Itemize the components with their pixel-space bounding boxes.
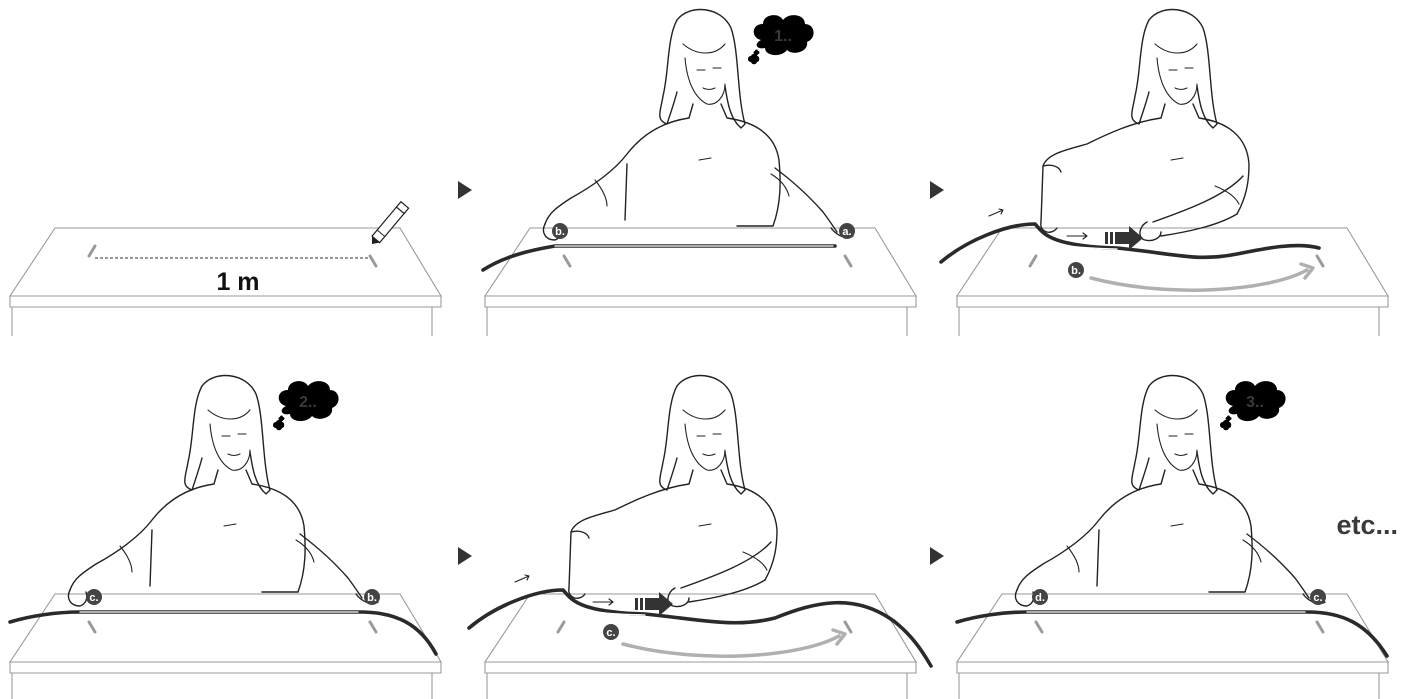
measure-label: 1 m — [216, 268, 259, 296]
thought-bubble: 2.. — [273, 381, 339, 430]
marker-badge: c. — [86, 589, 102, 605]
marker-badge: d. — [1032, 589, 1048, 605]
svg-text:1..: 1.. — [774, 28, 792, 45]
woman-figure — [1041, 10, 1249, 241]
marker-badge: b. — [1068, 262, 1084, 278]
svg-text:c.: c. — [89, 592, 98, 604]
svg-text:b.: b. — [555, 226, 565, 238]
panel-6-stretch: 3.. d. c. — [957, 376, 1388, 699]
panel-1-measure: 1 m — [10, 202, 441, 336]
woman-figure — [569, 376, 777, 607]
panel-4-stretch: 2.. c. b. — [10, 376, 441, 699]
next-step-arrow-1 — [458, 181, 472, 199]
marker-badge: c. — [1310, 589, 1326, 605]
panel-3-pull: b. — [941, 10, 1388, 336]
svg-text:c.: c. — [606, 627, 615, 639]
panel-2-stretch: 1.. b. a. — [483, 10, 916, 336]
small-arrow — [989, 209, 1003, 216]
small-arrow — [515, 575, 529, 582]
thought-bubble: 3.. — [1220, 381, 1286, 430]
next-step-arrow-3 — [458, 547, 472, 565]
svg-text:a.: a. — [842, 226, 851, 238]
next-step-arrow-4 — [930, 547, 944, 565]
thought-bubble: 1.. — [748, 15, 814, 64]
svg-text:2..: 2.. — [299, 394, 317, 411]
marker-badge: b. — [552, 223, 568, 239]
next-step-arrow-2 — [930, 181, 944, 199]
svg-text:3..: 3.. — [1246, 394, 1264, 411]
marker-badge: a. — [839, 223, 855, 239]
svg-text:d.: d. — [1035, 592, 1045, 604]
marker-badge: b. — [364, 589, 380, 605]
svg-text:c.: c. — [1313, 592, 1322, 604]
marker-badge: c. — [603, 624, 619, 640]
svg-text:b.: b. — [367, 592, 377, 604]
continuation-label: etc... — [1336, 510, 1398, 540]
svg-text:b.: b. — [1071, 265, 1081, 277]
panel-5-pull: c. — [469, 376, 931, 699]
